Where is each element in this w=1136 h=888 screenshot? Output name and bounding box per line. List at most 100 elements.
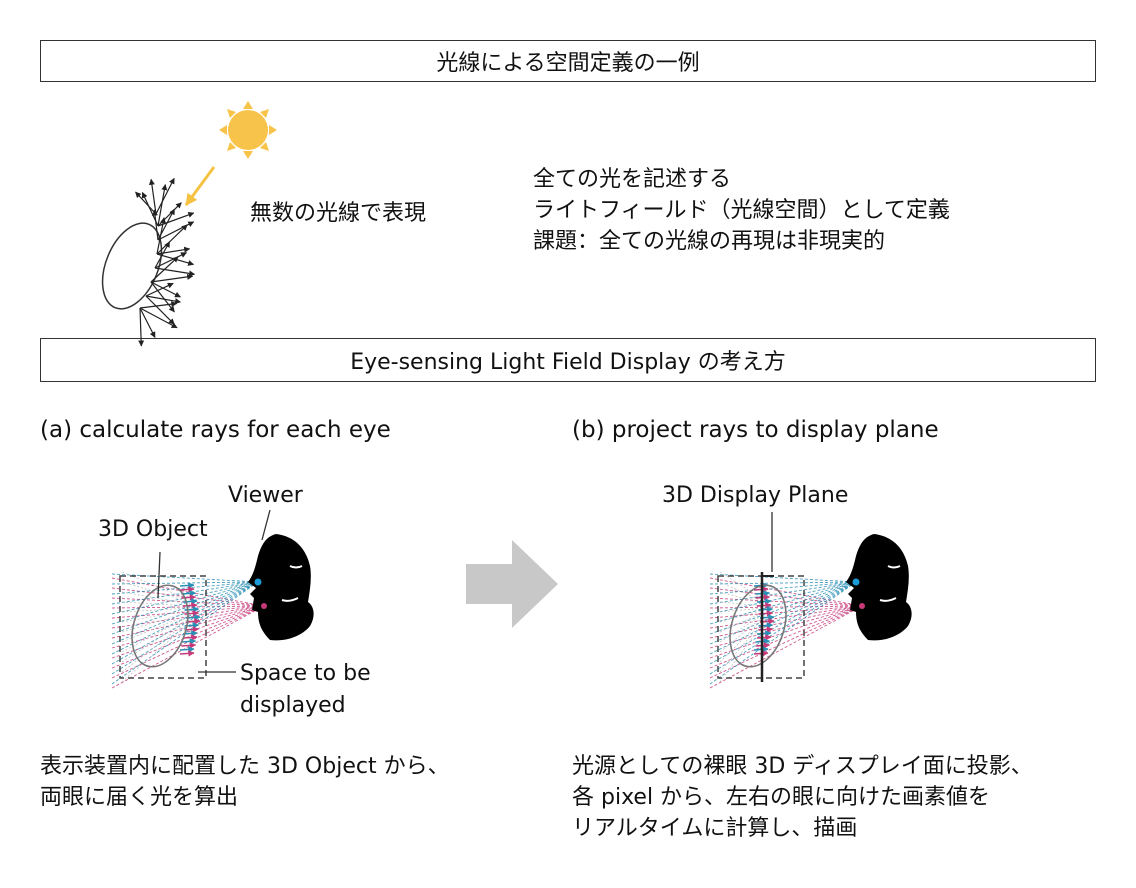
emitted-ray — [157, 184, 168, 227]
ray-to-left-eye — [111, 581, 259, 665]
emitted-ray — [150, 256, 179, 283]
sunlight-arrow — [184, 166, 216, 206]
panel-a-caption-line-1: 表示装置内に配置した 3D Object から、 — [40, 754, 450, 779]
hidden-ray — [719, 607, 765, 613]
display-plane-label: 3D Display Plane — [662, 483, 848, 508]
emitted-ray — [145, 295, 175, 325]
sun-icon — [219, 101, 277, 159]
surface-ray-blue — [758, 606, 774, 613]
object-emitting-rays — [101, 177, 196, 347]
surface-ray-blue — [182, 598, 198, 605]
surface-ray-pink — [184, 626, 200, 633]
transition-arrow-icon — [466, 540, 558, 628]
rays-caption: 無数の光線で表現 — [250, 201, 427, 226]
panel-b-caption: 光源としての裸眼 3D ディスプレイ面に投影、 各 pixel から、左右の眼に… — [572, 752, 1033, 844]
ray-to-left-eye — [709, 573, 857, 583]
panel-b-rays — [709, 571, 863, 689]
ray-to-right-eye — [709, 577, 863, 607]
emitted-ray — [139, 307, 156, 338]
emitted-ray — [154, 252, 187, 269]
emitted-ray — [150, 281, 175, 313]
ray-to-left-eye — [709, 581, 857, 635]
surface-ray-blue — [179, 582, 195, 589]
surface-ray-pink — [179, 650, 195, 657]
hidden-ray — [121, 617, 191, 663]
surface-ray-blue — [181, 638, 197, 645]
emitted-ray — [145, 282, 174, 297]
hidden-ray — [121, 621, 191, 683]
ray-to-right-eye — [111, 605, 265, 649]
emitted-ray — [150, 273, 194, 283]
ray-to-left-eye — [111, 581, 259, 585]
ray-to-left-eye — [709, 581, 857, 655]
ray-to-right-eye — [111, 605, 265, 689]
ray-to-right-eye — [111, 577, 265, 607]
ray-to-right-eye — [709, 605, 863, 649]
ray-to-left-eye — [709, 581, 857, 585]
emitted-ray — [154, 267, 196, 277]
emitted-ray — [148, 178, 157, 215]
hidden-ray — [121, 609, 191, 623]
emitted-ray — [157, 212, 195, 227]
surface-ray-pink — [179, 586, 195, 593]
emitted-ray — [157, 221, 195, 241]
hidden-ray — [719, 601, 765, 607]
emitted-ray — [138, 307, 145, 347]
surface-ray-pink — [756, 634, 772, 641]
ray-to-left-eye — [111, 581, 259, 645]
3d-object-ellipse-b — [729, 584, 787, 668]
surface-ray-pink — [758, 610, 774, 617]
surface-ray-blue — [756, 598, 772, 605]
panel-b-caption-line-1: 光源としての裸眼 3D ディスプレイ面に投影、 — [572, 754, 1033, 779]
surface-ray-blue — [756, 630, 772, 637]
description-line-2: ライトフィールド（光線空間）として定義 — [533, 197, 950, 223]
viewer-leader-line — [261, 509, 271, 541]
hidden-ray — [121, 613, 191, 643]
emitted-ray — [139, 307, 178, 329]
surface-ray-blue — [181, 590, 197, 597]
hidden-ray — [121, 591, 191, 605]
viewer-label: Viewer — [228, 483, 304, 508]
description-line-1: 全ての光を記述する — [533, 167, 732, 192]
ray-to-left-eye — [111, 581, 259, 595]
panel-b-heading: (b) project rays to display plane — [572, 417, 939, 443]
panel-a-heading: (a) calculate rays for each eye — [40, 417, 391, 443]
emitted-ray — [156, 217, 166, 255]
viewer-head-icon — [248, 534, 314, 641]
hidden-ray — [719, 571, 765, 601]
hidden-ray — [719, 613, 765, 643]
hidden-ray — [121, 601, 191, 607]
emitted-ray — [156, 246, 191, 255]
ray-to-left-eye — [111, 573, 259, 583]
ray-to-right-eye — [709, 605, 863, 659]
ray-to-left-eye — [709, 581, 857, 665]
panel-a-caption-line-2: 両眼に届く光を算出 — [40, 784, 239, 810]
panel-a-diagram: Viewer 3D Object Space to be displayed — [98, 483, 371, 718]
emitted-ray — [156, 224, 188, 255]
panel-b-diagram: 3D Display Plane — [662, 483, 912, 689]
ray-to-right-eye — [709, 605, 863, 689]
section2-title-bar: Eye-sensing Light Field Display の考え方 — [40, 338, 1096, 382]
surface-ray-pink — [182, 634, 198, 641]
surface-ray-blue — [184, 606, 200, 613]
ray-to-right-eye — [111, 605, 265, 679]
light-field-description: 全ての光を記述する ライトフィールド（光線空間）として定義 課題：全ての光線の再… — [533, 165, 950, 257]
section2-title: Eye-sensing Light Field Display の考え方 — [350, 350, 786, 375]
surface-ray-pink — [758, 626, 774, 633]
ray-to-left-eye — [709, 581, 857, 645]
surface-ray-blue — [758, 622, 774, 629]
surface-ray-pink — [181, 594, 197, 601]
hidden-ray — [121, 607, 191, 613]
emitted-ray — [155, 177, 175, 215]
ray-to-right-eye — [709, 597, 863, 607]
emitted-ray — [154, 241, 171, 269]
3d-object-ellipse — [131, 584, 189, 668]
panel-a-caption: 表示装置内に配置した 3D Object から、 両眼に届く光を算出 — [40, 752, 450, 814]
space-label-line-2: displayed — [240, 693, 346, 718]
emitted-ray — [145, 295, 182, 305]
surface-ray-blue — [179, 646, 195, 653]
section1-title: 光線による空間定義の一例 — [436, 51, 700, 76]
emitted-ray — [152, 209, 159, 241]
surface-ray-pink — [184, 610, 200, 617]
3d-object-label: 3D Object — [98, 517, 208, 542]
